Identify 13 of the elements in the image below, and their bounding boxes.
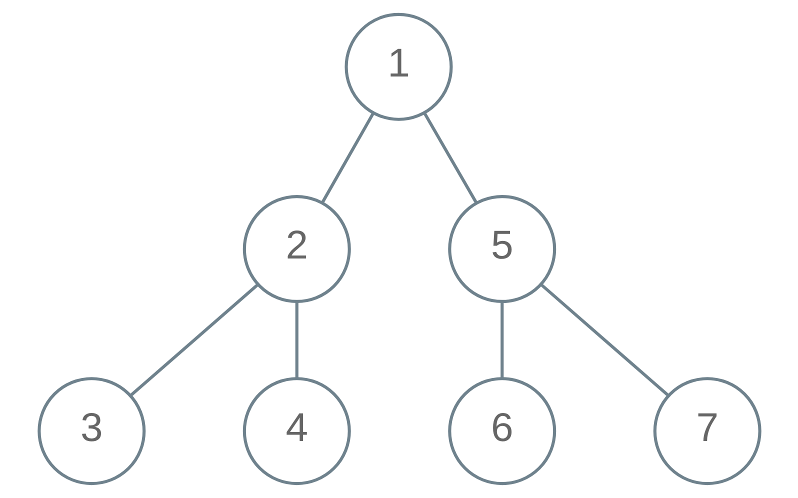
node-circle: 1 xyxy=(344,12,452,121)
node-circle: 3 xyxy=(37,377,146,486)
connector xyxy=(422,112,478,204)
connector xyxy=(320,112,374,204)
node-circle: 6 xyxy=(448,377,556,486)
connector xyxy=(540,283,669,397)
node-circle: 4 xyxy=(242,377,350,486)
connector xyxy=(500,302,504,378)
node-circle: 7 xyxy=(652,377,761,486)
connector xyxy=(294,302,298,378)
node-circle: 5 xyxy=(448,195,556,303)
node-circle: 2 xyxy=(242,195,350,303)
connector xyxy=(129,283,258,397)
